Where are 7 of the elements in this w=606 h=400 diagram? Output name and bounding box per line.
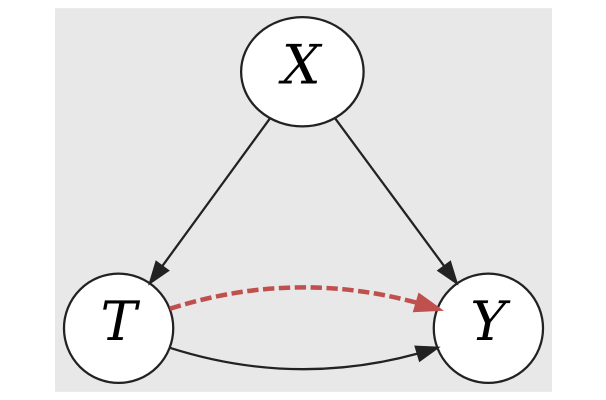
node-ellipse: X (239, 16, 364, 128)
arrow (168, 285, 444, 312)
node-circle: T (62, 272, 174, 384)
arrow (169, 345, 440, 370)
node-circle: Y (432, 272, 544, 384)
arrow (148, 118, 270, 286)
arrow (334, 118, 458, 286)
